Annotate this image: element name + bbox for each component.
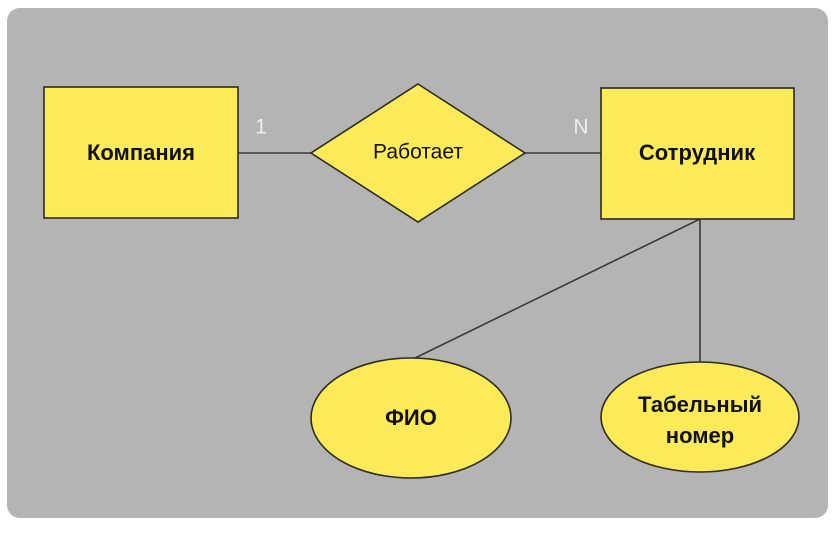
attribute-full-name[interactable] bbox=[310, 357, 512, 479]
entity-company[interactable] bbox=[43, 86, 239, 219]
attribute-full-name-label: ФИО bbox=[385, 405, 437, 430]
attribute-personnel-number-label-line-1: Табельный bbox=[638, 392, 762, 417]
cardinality-one-label: 1 bbox=[255, 116, 267, 139]
entity-employee[interactable] bbox=[600, 87, 795, 220]
attribute-personnel-number-label-line-2: номер bbox=[666, 423, 734, 448]
entity-employee-label: Сотрудник bbox=[639, 140, 756, 165]
relationship-works-label: Работает bbox=[373, 141, 463, 164]
connector-employee-to-full-name bbox=[412, 218, 701, 360]
relationship-works[interactable] bbox=[309, 83, 527, 223]
entity-company-label: Компания bbox=[87, 140, 195, 165]
cardinality-many-label: N bbox=[573, 116, 588, 139]
attribute-personnel-number[interactable] bbox=[600, 361, 800, 473]
